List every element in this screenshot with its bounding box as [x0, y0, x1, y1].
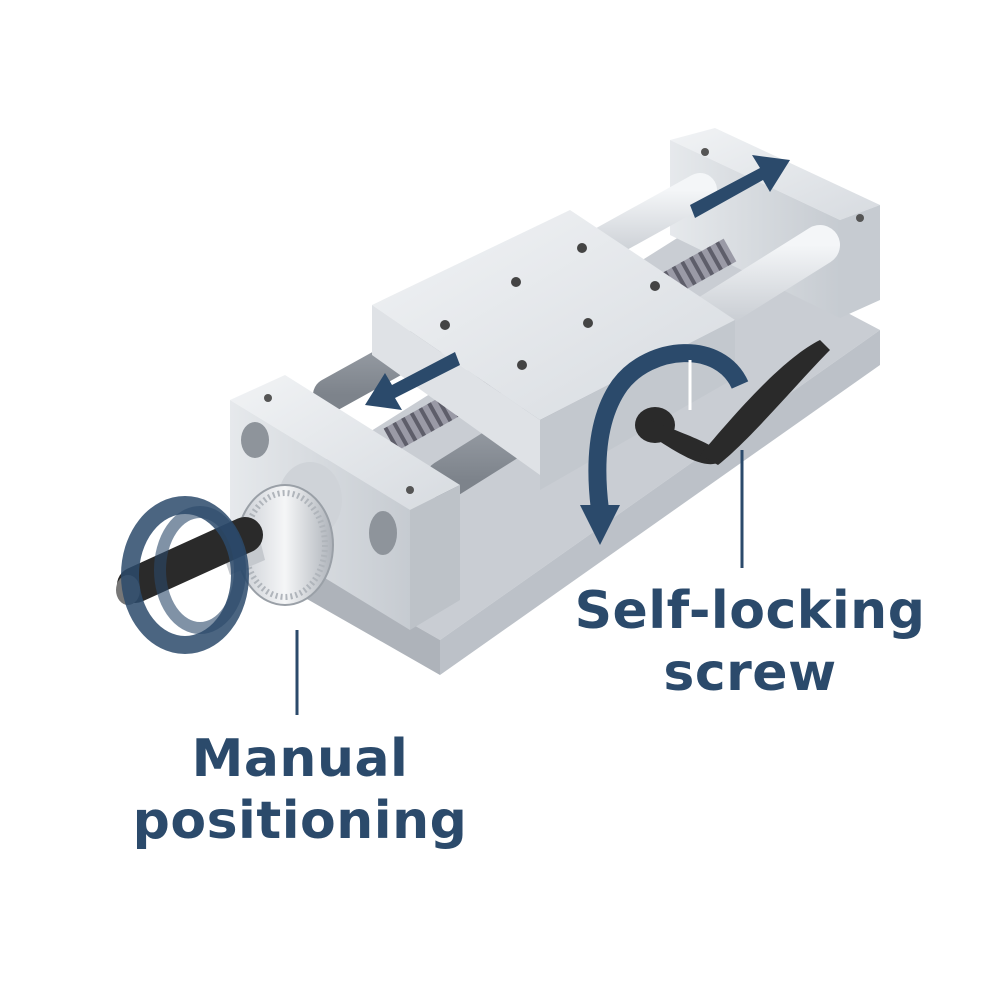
lock-rotation-arrow-icon [580, 344, 749, 545]
label-line: Manual [191, 729, 409, 789]
label-line: screw [663, 643, 837, 703]
label-line: Self-locking [574, 581, 926, 641]
label-self-locking-screw: Self-locking screw [540, 580, 960, 704]
carriage-block [372, 210, 735, 490]
handwheel [116, 484, 334, 606]
locking-handle [635, 340, 830, 465]
linear-arrow-icon [365, 155, 790, 410]
rotation-arrow-icon [121, 496, 249, 654]
label-line: positioning [132, 791, 468, 851]
label-manual-positioning: Manual positioning [100, 728, 500, 852]
